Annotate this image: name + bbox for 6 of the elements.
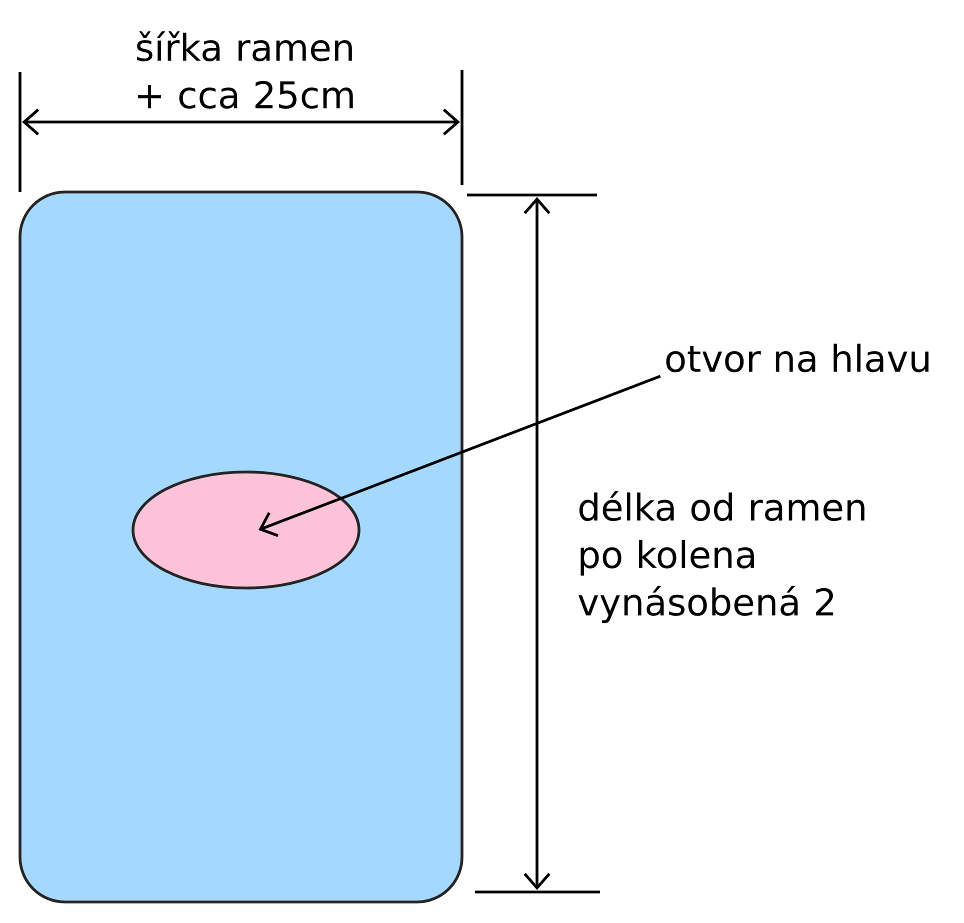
callout-text: otvor na hlavu [666,344,928,372]
head-opening-ellipse [132,470,360,590]
garment-rectangle [18,190,464,904]
leader-line [258,374,661,538]
dimension-label: šířka ramen + cca 25cm [136,31,353,109]
dimension-label: délka od ramen po kolena vynásobená 2 [578,490,864,624]
